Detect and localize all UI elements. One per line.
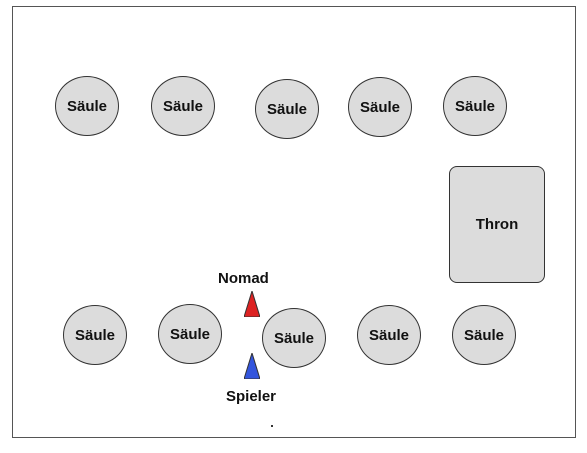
pillar-bottom-4: Säule (357, 305, 421, 365)
pillar-label: Säule (74, 326, 116, 344)
nomad-label: Nomad (218, 270, 269, 287)
pillar-bottom-2: Säule (158, 304, 222, 364)
pillar-label: Säule (273, 329, 315, 347)
pillar-bottom-1: Säule (63, 305, 127, 365)
throne-label: Thron (475, 216, 519, 233)
pillar-top-1: Säule (55, 76, 119, 136)
throne: Thron (449, 166, 545, 283)
pillar-label: Säule (162, 97, 204, 115)
pillar-top-3: Säule (255, 79, 319, 139)
pillar-top-4: Säule (348, 77, 412, 137)
player-triangle (244, 353, 260, 379)
pillar-label: Säule (463, 326, 505, 344)
pillar-label: Säule (454, 97, 496, 115)
pillar-label: Säule (266, 100, 308, 118)
nomad-marker-icon (244, 291, 260, 317)
pillar-label: Säule (359, 98, 401, 116)
pillar-top-5: Säule (443, 76, 507, 136)
entrance-dot (271, 425, 273, 427)
pillar-label: Säule (368, 326, 410, 344)
player-marker-icon (244, 353, 260, 379)
pillar-top-2: Säule (151, 76, 215, 136)
pillar-bottom-5: Säule (452, 305, 516, 365)
pillar-label: Säule (66, 97, 108, 115)
pillar-bottom-3: Säule (262, 308, 326, 368)
pillar-label: Säule (169, 325, 211, 343)
nomad-triangle (244, 291, 260, 317)
player-label: Spieler (226, 388, 277, 405)
